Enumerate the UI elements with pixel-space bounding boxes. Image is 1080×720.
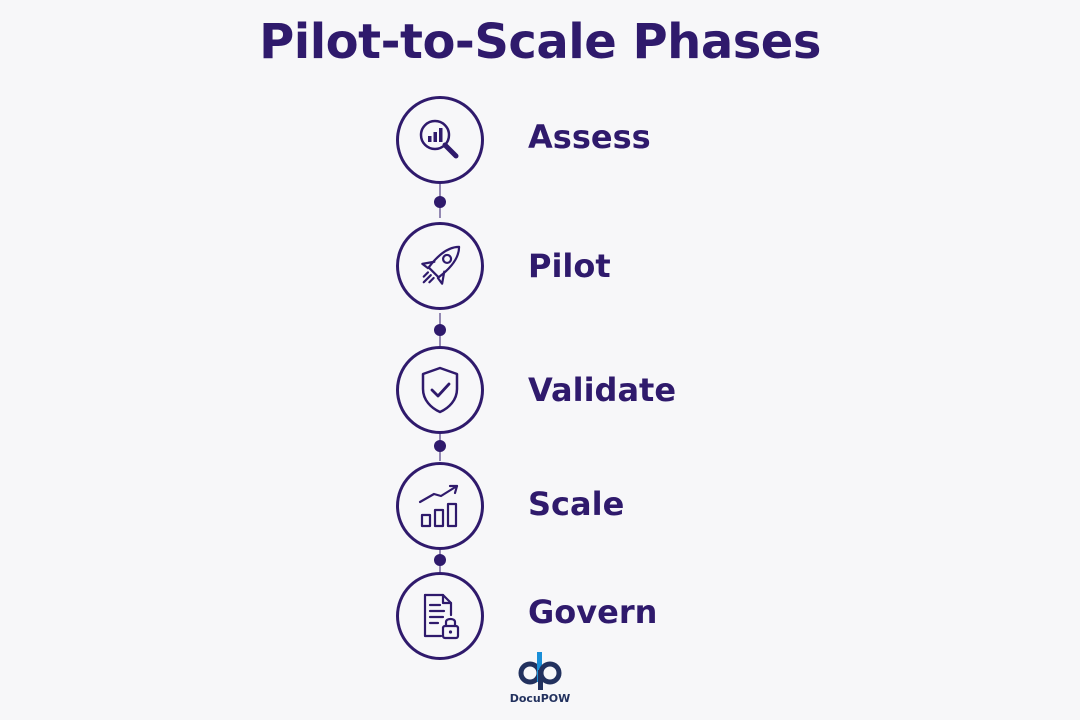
phase-node-validate (396, 346, 484, 434)
diagram-title: Pilot-to-Scale Phases (259, 14, 821, 70)
connector-dot (434, 554, 446, 566)
magnifier-chart-icon (419, 119, 459, 159)
logo-text: DocuPOW (509, 692, 571, 705)
document-lock-icon (423, 593, 460, 640)
phase-label-validate: Validate (528, 371, 677, 409)
phase-label-pilot: Pilot (528, 247, 611, 285)
connector-dot (434, 440, 446, 452)
phase-node-pilot (396, 222, 484, 310)
phase-label-assess: Assess (528, 118, 651, 156)
phase-node-scale (396, 462, 484, 550)
connector-dot (434, 196, 446, 208)
rocket-icon (421, 245, 461, 285)
docupow-logo-mark (518, 652, 562, 690)
connector-dot (434, 324, 446, 336)
phase-node-govern (396, 572, 484, 660)
phase-label-govern: Govern (528, 593, 658, 631)
docupow-logo: DocuPOW (506, 648, 574, 714)
phase-node-assess (396, 96, 484, 184)
shield-check-icon (421, 366, 459, 414)
growth-chart-icon (418, 484, 459, 528)
phase-label-scale: Scale (528, 485, 625, 523)
